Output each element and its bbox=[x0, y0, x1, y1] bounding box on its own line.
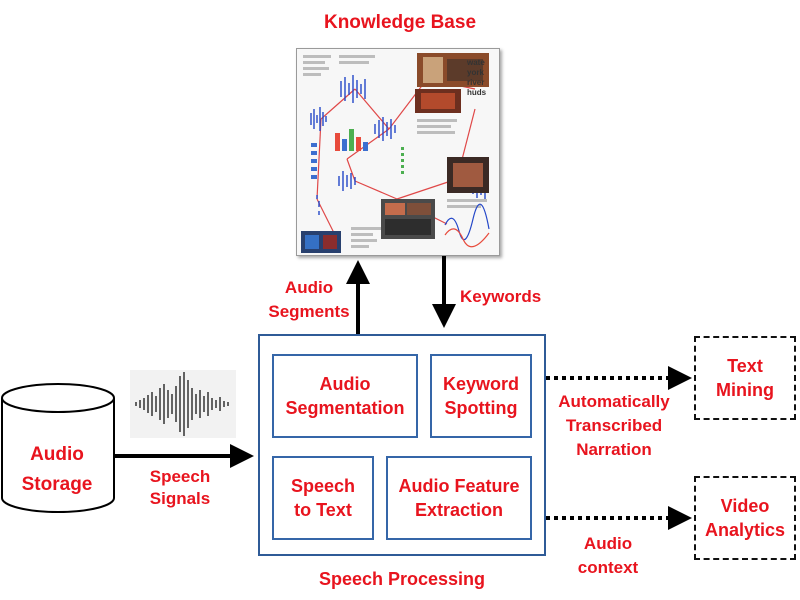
audio-segmentation-label-line: Segmentation bbox=[285, 398, 405, 418]
speech-waveform-icon bbox=[130, 370, 236, 438]
transcribed-narration-label: Automatically Transcribed Narration bbox=[548, 390, 680, 462]
collage-word: york bbox=[467, 68, 484, 77]
audio-segments-label-line: Segments bbox=[268, 302, 350, 321]
speech-signals-label-line: Signals bbox=[149, 489, 211, 508]
speech-processing-box bbox=[258, 334, 546, 556]
speech-to-text-box: Speech to Text bbox=[272, 456, 374, 540]
audio-storage-label-line: Audio bbox=[30, 444, 84, 465]
transcribed-narration-label-line: Transcribed bbox=[565, 416, 663, 435]
audio-storage-label-line: Storage bbox=[21, 474, 93, 495]
video-analytics-box: Video Analytics bbox=[694, 476, 796, 560]
keyword-spotting-label-line: Keyword bbox=[442, 374, 520, 394]
audio-storage-cylinder-icon bbox=[0, 383, 115, 513]
audio-context-label-line: Audio bbox=[583, 534, 633, 553]
speech-to-text-label-line: Speech bbox=[290, 476, 356, 496]
text-mining-box: Text Mining bbox=[694, 336, 796, 420]
speech-signals-label-line: Speech bbox=[149, 467, 211, 486]
collage-word: river bbox=[467, 78, 484, 87]
knowledge-base-title: Knowledge Base bbox=[323, 12, 477, 33]
audio-segmentation-box: Audio Segmentation bbox=[272, 354, 418, 438]
transcribed-narration-label-line: Automatically bbox=[558, 392, 670, 411]
keyword-spotting-box: Keyword Spotting bbox=[430, 354, 532, 438]
knowledge-base-collage: wate york river huds bbox=[296, 48, 500, 256]
audio-segments-label-line: Audio bbox=[284, 278, 334, 297]
text-mining-label-line: Text bbox=[727, 356, 763, 376]
collage-word: wate bbox=[466, 58, 485, 67]
transcribed-narration-label-line: Narration bbox=[576, 440, 652, 459]
speech-signals-label: Speech Signals bbox=[140, 466, 220, 510]
video-analytics-label-line: Analytics bbox=[704, 520, 786, 540]
audio-context-label: Audio context bbox=[566, 532, 650, 580]
audio-segments-label: Audio Segments bbox=[268, 276, 350, 324]
audio-feature-extraction-label-line: Extraction bbox=[414, 500, 503, 520]
speech-processing-label: Speech Processing bbox=[318, 569, 486, 589]
audio-segmentation-label-line: Audio bbox=[319, 374, 371, 394]
audio-context-label-line: context bbox=[577, 558, 639, 577]
audio-feature-extraction-label-line: Audio Feature bbox=[398, 476, 520, 496]
video-analytics-label-line: Video bbox=[720, 496, 770, 516]
collage-word: huds bbox=[467, 88, 487, 97]
keyword-spotting-label-line: Spotting bbox=[444, 398, 518, 418]
audio-storage-label: Audio Storage bbox=[0, 440, 114, 500]
text-mining-label-line: Mining bbox=[716, 380, 774, 400]
audio-feature-extraction-box: Audio Feature Extraction bbox=[386, 456, 532, 540]
speech-to-text-label-line: to Text bbox=[294, 500, 352, 520]
keywords-label: Keywords bbox=[460, 287, 542, 306]
